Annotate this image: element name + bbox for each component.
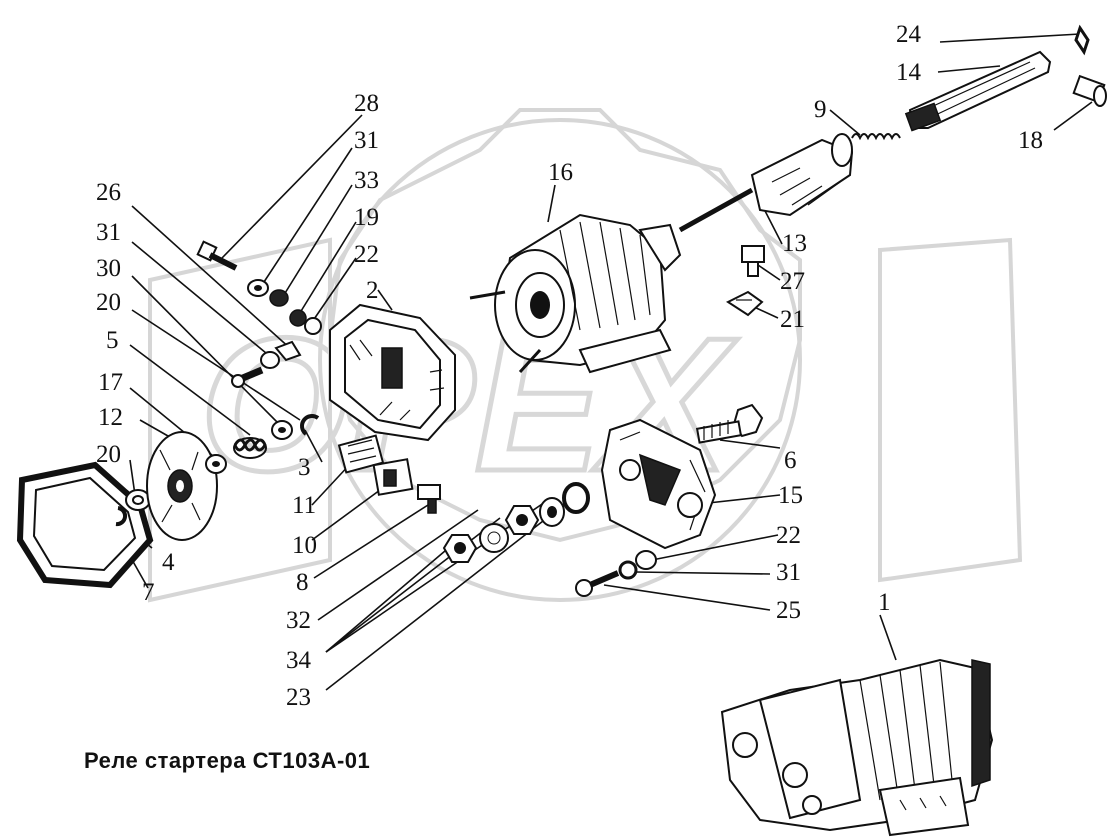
bolt-part-28 (196, 240, 238, 271)
cover-housing-part (329, 303, 456, 442)
callout-27: 27 (780, 268, 805, 295)
washer-part-19 (289, 309, 307, 327)
washer-part-22-top (304, 317, 322, 335)
washer-part-31-top (247, 279, 269, 297)
bolt-part-6 (695, 403, 764, 444)
callout-32: 32 (286, 607, 311, 634)
callout-2: 2 (366, 277, 379, 304)
callout-11: 11 (292, 492, 316, 519)
coil-housing-part (469, 213, 682, 374)
contact-plate-part-11 (337, 434, 385, 474)
leader-lines (117, 33, 1093, 691)
callout-22b: 22 (776, 522, 801, 549)
callout-23: 23 (286, 684, 311, 711)
callout-30: 30 (96, 255, 121, 282)
callout-7: 7 (142, 579, 155, 606)
callout-13: 13 (782, 230, 807, 257)
callout-22a: 22 (354, 241, 379, 268)
circlip-part (115, 506, 128, 527)
spring-part-9 (851, 133, 901, 141)
callout-4: 4 (162, 549, 175, 576)
callout-10: 10 (292, 532, 317, 559)
washer-part-22-low (635, 550, 657, 570)
callout-31b: 31 (96, 219, 121, 246)
clip-part-21 (725, 290, 764, 317)
callout-21: 21 (780, 306, 805, 333)
callout-3: 3 (298, 454, 311, 481)
callout-1: 1 (878, 589, 891, 616)
terminal-plate-part (600, 418, 717, 550)
callout-8: 8 (296, 569, 309, 596)
callout-9: 9 (814, 96, 827, 123)
washer-part-31-low (618, 560, 638, 580)
washer-part-20 (271, 420, 293, 440)
nut-part-32 (442, 534, 478, 563)
bolt-part-30 (231, 366, 264, 388)
callout-5: 5 (106, 327, 119, 354)
nut-part-33 (269, 289, 289, 307)
callout-28: 28 (354, 90, 379, 117)
callout-26: 26 (96, 179, 121, 206)
pin-part-18 (1072, 74, 1107, 107)
callout-12: 12 (98, 404, 123, 431)
washer-part-34c (539, 497, 565, 527)
screw-part-25 (575, 570, 620, 597)
circlip-part-3 (300, 414, 320, 436)
callout-16: 16 (548, 159, 573, 186)
washer-part-34a (479, 523, 509, 553)
callout-15: 15 (778, 482, 803, 509)
callout-25: 25 (776, 597, 801, 624)
contact-part-10 (372, 458, 414, 496)
callout-labels: 1 2 3 4 5 6 7 8 9 10 11 12 13 14 15 16 1… (96, 21, 1043, 711)
contact-disc-part (146, 431, 218, 541)
callout-34: 34 (286, 647, 312, 674)
gasket-part (16, 461, 154, 589)
screw-part-8 (417, 484, 441, 514)
washer-part-31-mid (260, 351, 280, 369)
plunger-part-13 (678, 133, 854, 233)
washer-part-17 (205, 454, 227, 474)
assembled-relay-part (720, 658, 994, 837)
callout-33: 33 (354, 167, 379, 194)
nut-part-34b (504, 505, 540, 535)
callout-17: 17 (98, 369, 123, 396)
ring-part-23 (562, 482, 590, 514)
callout-14: 14 (896, 59, 922, 86)
diagram-caption: Реле стартера СТ103А-01 (84, 748, 371, 773)
lever-part-14 (904, 50, 1052, 132)
callout-24: 24 (896, 21, 922, 48)
callout-31c: 31 (776, 559, 801, 586)
callout-31a: 31 (354, 127, 379, 154)
callout-20a: 20 (96, 289, 121, 316)
spring-part-5 (233, 437, 267, 459)
callout-18: 18 (1018, 127, 1043, 154)
callout-19: 19 (354, 204, 379, 231)
pin-part-24 (1074, 24, 1090, 56)
callout-6: 6 (784, 447, 797, 474)
bolt-part-27 (741, 245, 765, 277)
callout-20b: 20 (96, 441, 121, 468)
plate-part-26 (274, 340, 302, 362)
